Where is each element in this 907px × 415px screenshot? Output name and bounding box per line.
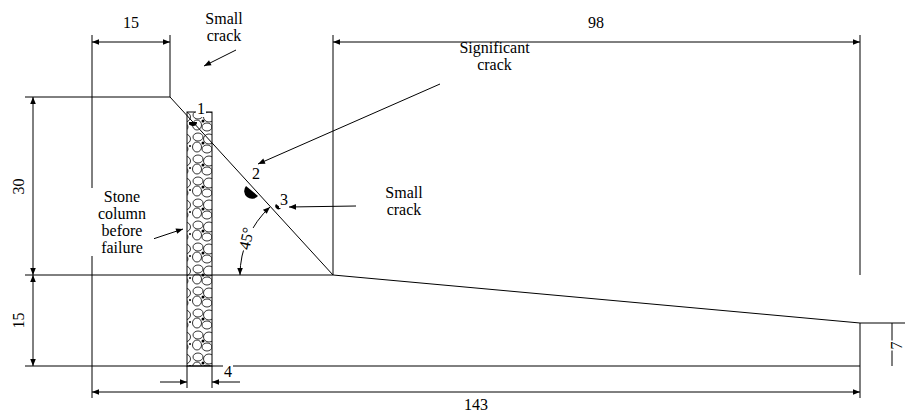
crack-note: Small crack <box>198 10 250 44</box>
crack-note: Small crack <box>373 184 435 218</box>
dimension-text: 15 <box>122 14 140 31</box>
column-note: Stone column before failure <box>90 188 154 256</box>
callout-number: 3 <box>279 191 289 208</box>
callout-number: 2 <box>251 165 261 182</box>
dimension-text: 7 <box>888 341 905 351</box>
dimension-text: 30 <box>10 178 27 196</box>
crack-note: Significant crack <box>446 39 543 73</box>
callout-number: 1 <box>196 100 206 117</box>
dimension-text: 15 <box>10 312 27 330</box>
dimension-text: 4 <box>223 363 233 380</box>
angle-text: 45° <box>235 225 257 252</box>
dimension-text: 98 <box>587 14 605 31</box>
dimension-text: 143 <box>463 396 489 413</box>
